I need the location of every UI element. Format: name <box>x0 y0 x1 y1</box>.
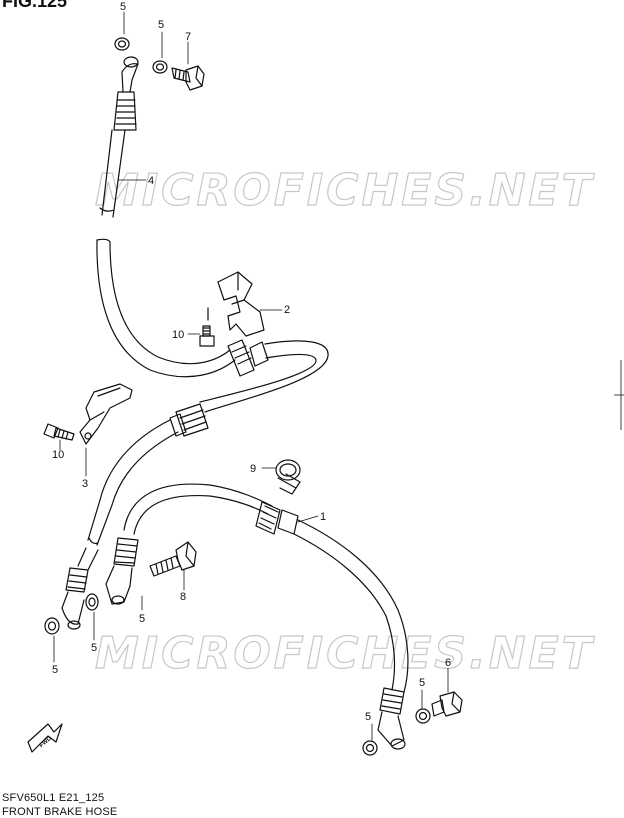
callout-5-bottom-right-b: 5 <box>419 677 425 689</box>
bracket-2 <box>207 271 265 337</box>
hose-4 <box>96 56 269 378</box>
washer-5-top-right <box>152 60 168 74</box>
callout-10-upper: 10 <box>172 329 184 341</box>
washer-5-top-left <box>114 37 130 51</box>
washer-5-bottom-left <box>44 617 60 635</box>
callout-2: 2 <box>284 304 290 316</box>
hose-3-section <box>61 340 329 630</box>
callout-10-lower: 10 <box>52 449 64 461</box>
callout-9: 9 <box>250 463 256 475</box>
bracket-3 <box>79 383 133 445</box>
figure-code: SFV650L1 E21_125 <box>2 792 105 804</box>
fwd-arrow-icon <box>27 723 63 753</box>
callout-4: 4 <box>148 175 154 187</box>
hose-1 <box>105 483 409 750</box>
callout-5-top-right: 5 <box>158 19 164 31</box>
callout-5-bottom-mid: 5 <box>91 642 97 654</box>
union-bolt-6 <box>431 691 463 717</box>
bolt-10-upper <box>199 325 215 347</box>
callout-1: 1 <box>320 511 326 523</box>
callout-3: 3 <box>82 478 88 490</box>
washer-5-bottom-mid <box>85 593 99 611</box>
figure-title: FIG.125 <box>2 0 68 11</box>
leader-lines <box>53 11 449 741</box>
bolt-10-lower <box>43 423 75 441</box>
callout-5-bottom-left: 5 <box>52 664 58 676</box>
washer-5-bottom-right-a <box>362 740 378 756</box>
union-bolt-7 <box>171 65 205 91</box>
callout-8: 8 <box>180 591 186 603</box>
figure-name: FRONT BRAKE HOSE <box>2 806 118 818</box>
callout-7: 7 <box>185 31 191 43</box>
callout-5-hose1-left: 5 <box>139 613 145 625</box>
callout-6: 6 <box>445 657 451 669</box>
callout-5-top-left: 5 <box>120 1 126 13</box>
washer-5-bottom-right-b <box>415 708 431 724</box>
callout-5-bottom-right-a: 5 <box>365 711 371 723</box>
watermark-bottom: MICROFICHES.NET <box>95 628 595 679</box>
edge-mark <box>614 360 624 430</box>
watermark-top: MICROFICHES.NET <box>95 165 595 216</box>
clamp-9 <box>275 459 301 495</box>
union-bolt-8 <box>149 541 197 577</box>
